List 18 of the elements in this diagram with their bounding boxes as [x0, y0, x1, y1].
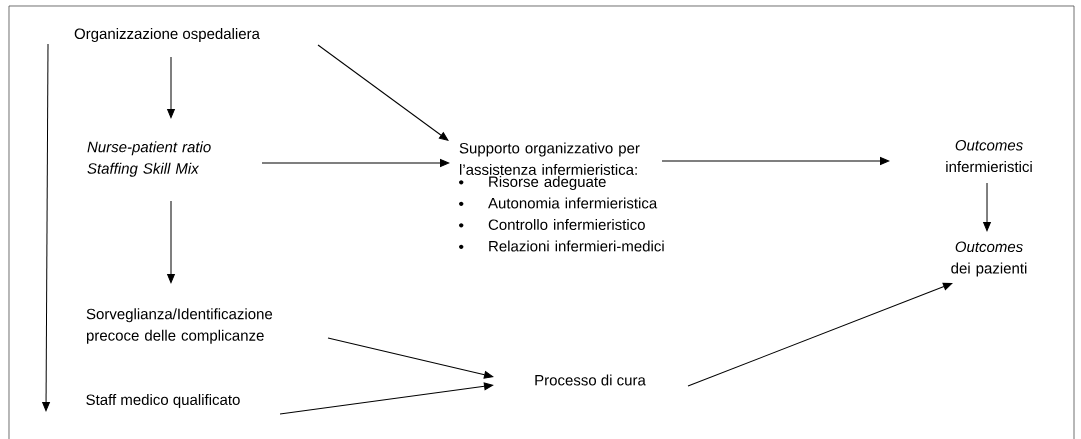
arrow	[279, 382, 494, 415]
arrow	[983, 182, 991, 232]
arrow	[317, 44, 449, 141]
arrow	[661, 157, 890, 165]
node-label: Organizzazione ospedaliera	[74, 28, 260, 42]
arrow	[261, 159, 450, 167]
node-label: Nurse-patient ratio Staffing Skill Mix	[87, 141, 211, 177]
node-label: Sorveglianza/Identificazione precoce delle complicanze	[86, 308, 273, 344]
node-label: Outcomes dei pazienti	[951, 241, 1027, 277]
node-label: Outcomes infermieristici	[946, 139, 1032, 173]
node-label: Supporto organizzativo per l’assistenza infermieristica: Risorse adeguate Autonomia infermieristica Controllo infermieristico Relazioni infermieri-medici	[459, 142, 664, 252]
arrow	[167, 56, 175, 119]
node-label: Staff medico qualificato	[86, 394, 240, 408]
arrow	[42, 43, 50, 412]
arrow	[327, 337, 494, 379]
arrow	[167, 200, 175, 284]
arrow	[687, 282, 953, 387]
node-label: Processo di cura	[535, 374, 646, 386]
